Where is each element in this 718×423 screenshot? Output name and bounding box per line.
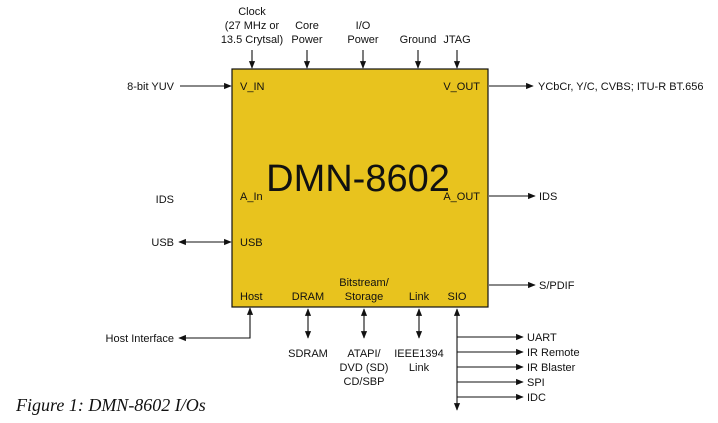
- chip-title: DMN-8602: [266, 158, 450, 200]
- pin-a-in: A_In: [240, 191, 263, 203]
- arrow-host-interface: [178, 307, 254, 342]
- pin-bitstream-line2: Storage: [345, 291, 384, 303]
- label-ids-left: IDS: [156, 194, 174, 206]
- pin-sio: SIO: [448, 291, 467, 303]
- label-core-power-line2: Power: [291, 34, 323, 46]
- pin-v-out: V_OUT: [443, 81, 480, 93]
- figure-caption: Figure 1: DMN-8602 I/Os: [15, 395, 206, 415]
- label-core-power-line1: Core: [295, 20, 319, 32]
- pin-host: Host: [240, 291, 263, 303]
- label-jtag: JTAG: [443, 34, 470, 46]
- label-atapi-line1: ATAPI/: [347, 348, 381, 360]
- label-vout-formats: YCbCr, Y/C, CVBS; ITU-R BT.656: [538, 81, 703, 93]
- label-usb-left: USB: [151, 237, 174, 249]
- label-clock-line1: Clock: [238, 6, 266, 18]
- pin-link: Link: [409, 291, 430, 303]
- pin-usb: USB: [240, 237, 263, 249]
- label-sdram: SDRAM: [288, 348, 328, 360]
- label-8bit-yuv: 8-bit YUV: [127, 81, 175, 93]
- label-clock-line3: 13.5 Crytsal): [221, 34, 283, 46]
- label-atapi-line3: CD/SBP: [344, 376, 385, 388]
- label-atapi-line2: DVD (SD): [340, 362, 389, 374]
- pin-bitstream-line1: Bitstream/: [339, 277, 389, 289]
- label-ieee-line2: Link: [409, 362, 430, 374]
- label-ir-remote: IR Remote: [527, 347, 580, 359]
- label-uart: UART: [527, 332, 557, 344]
- label-clock-line2: (27 MHz or: [225, 20, 280, 32]
- label-idc: IDC: [527, 392, 546, 404]
- label-spi: SPI: [527, 377, 545, 389]
- label-ids-right: IDS: [539, 191, 557, 203]
- pin-v-in: V_IN: [240, 81, 265, 93]
- label-io-power-line2: Power: [347, 34, 379, 46]
- label-io-power-line1: I/O: [356, 20, 371, 32]
- pin-a-out: A_OUT: [443, 191, 480, 203]
- pin-dram: DRAM: [292, 291, 324, 303]
- label-ground: Ground: [400, 34, 437, 46]
- label-ir-blaster: IR Blaster: [527, 362, 576, 374]
- label-ieee-line1: IEEE1394: [394, 348, 444, 360]
- label-spdif: S/PDIF: [539, 280, 575, 292]
- label-host-interface: Host Interface: [106, 333, 174, 345]
- chip-block: [231, 68, 489, 308]
